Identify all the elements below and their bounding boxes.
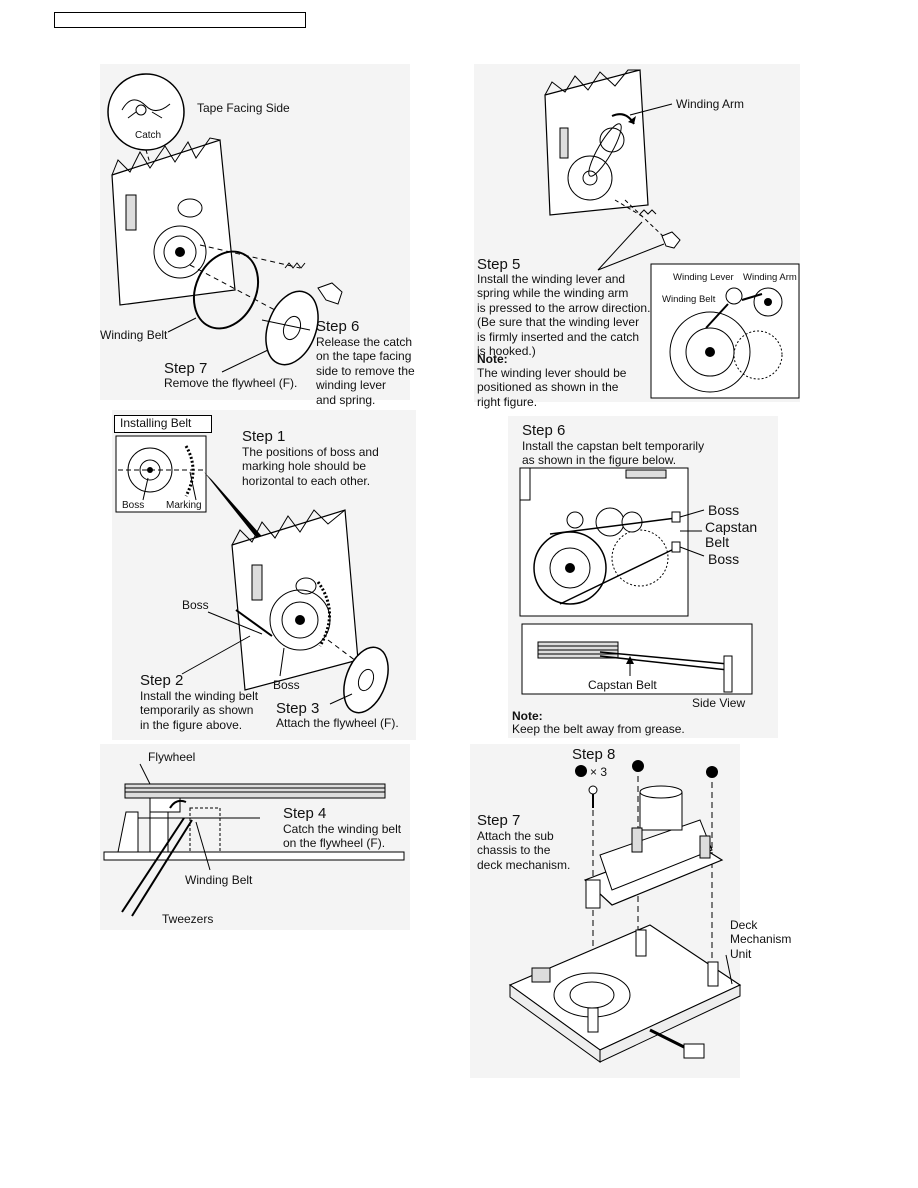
label-installing-belt: Installing Belt xyxy=(120,416,192,430)
step5-text: Install the winding lever and spring whi… xyxy=(477,272,651,358)
screw-times-3: × 3 xyxy=(590,765,608,779)
mr-step6-title: Step 6 xyxy=(522,422,566,439)
br-step7-text: Attach the sub chassis to the deck mecha… xyxy=(477,829,571,872)
label-marking: Marking xyxy=(166,500,202,511)
screw-icon xyxy=(632,760,644,772)
label-boss-top: Boss xyxy=(708,502,740,518)
mr-note-text: Keep the belt away from grease. xyxy=(512,722,685,736)
step2-title: Step 2 xyxy=(140,672,184,689)
mr-step6-text: Install the capstan belt temporarily as … xyxy=(522,439,705,468)
label-boss-left: Boss xyxy=(182,598,209,612)
step4-text: Catch the winding belt on the flywheel (… xyxy=(283,822,402,851)
inset-label-winding-arm: Winding Arm xyxy=(743,272,797,283)
label-flywheel: Flywheel xyxy=(148,750,196,764)
br-step8-title: Step 8 xyxy=(572,746,616,763)
label-boss-small: Boss xyxy=(122,500,145,511)
step3-text: Attach the flywheel (F). xyxy=(276,716,399,730)
label-capstan-belt-side: Capstan Belt xyxy=(588,678,657,692)
step7-text: Remove the flywheel (F). xyxy=(164,376,298,390)
step2-text: Install the winding belt temporarily as … xyxy=(140,689,259,732)
mr-note-title: Note: xyxy=(512,709,543,723)
header-box xyxy=(54,12,306,28)
label-tape-facing-side: Tape Facing Side xyxy=(197,101,290,115)
inset-label-winding-lever: Winding Lever xyxy=(673,272,734,283)
label-winding-belt-bl: Winding Belt xyxy=(185,873,253,887)
label-side-view: Side View xyxy=(692,696,746,710)
label-boss-bottom: Boss xyxy=(273,678,300,692)
step6-text: Release the catch on the tape facing sid… xyxy=(316,335,415,407)
label-winding-arm: Winding Arm xyxy=(676,97,745,111)
label-capstan-belt: Capstan Belt xyxy=(705,519,758,550)
step1-title: Step 1 xyxy=(242,428,286,445)
step1-text: The positions of boss and marking hole s… xyxy=(242,445,379,488)
screw-icon xyxy=(706,766,718,778)
step7-title: Step 7 xyxy=(164,360,208,377)
installing-belt-box xyxy=(114,415,212,433)
label-winding-belt: Winding Belt xyxy=(100,328,168,342)
br-step7-title: Step 7 xyxy=(477,812,521,829)
note-text: The winding lever should be positioned a… xyxy=(477,366,627,409)
step6-title: Step 6 xyxy=(316,318,360,335)
label-boss-bottom-right: Boss xyxy=(708,551,740,567)
screw-icon xyxy=(575,765,587,777)
inset-label-winding-belt: Winding Belt xyxy=(662,294,716,305)
step3-title: Step 3 xyxy=(276,700,320,717)
step4-title: Step 4 xyxy=(283,805,327,822)
label-tweezers: Tweezers xyxy=(162,912,214,926)
label-deck-mechanism-unit: Deck Mechanism Unit xyxy=(730,918,792,961)
note-title: Note: xyxy=(477,352,508,366)
label-catch: Catch xyxy=(135,130,162,141)
step5-title: Step 5 xyxy=(477,256,521,273)
